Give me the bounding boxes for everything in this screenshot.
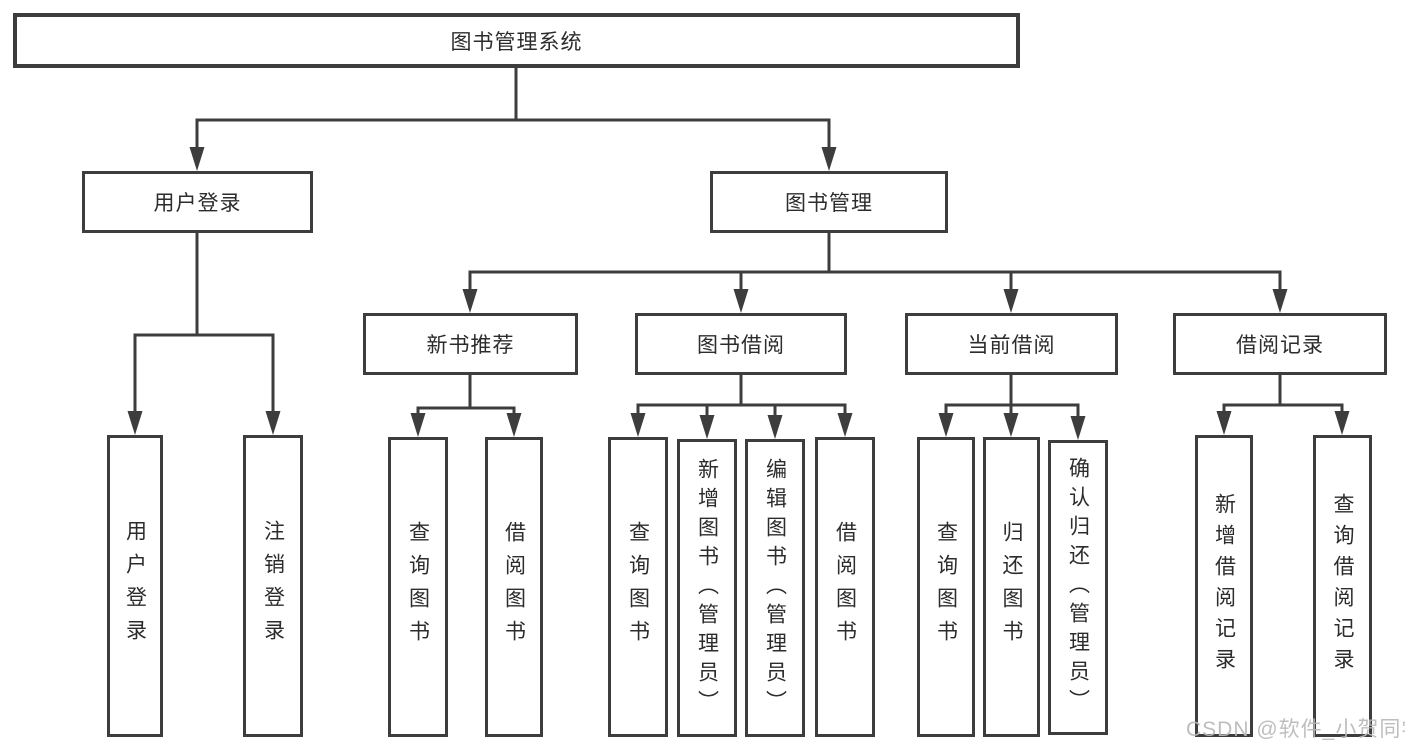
arrowhead-icon (630, 413, 646, 437)
node-confirm-return-admin: 确认归还（管理员） (1048, 440, 1108, 735)
arrowhead-icon (1334, 411, 1350, 435)
node-current-borrowing: 当前借阅 (905, 313, 1118, 375)
arrowhead-icon (733, 289, 749, 313)
arrowhead-icon (1272, 289, 1288, 313)
node-query-borrow-record: 查询借阅记录 (1313, 435, 1372, 737)
node-logout-leaf: 注销登录 (243, 435, 303, 737)
node-query-book-borrowing: 查询图书 (608, 437, 668, 737)
arrowhead-icon (265, 411, 281, 435)
arrowhead-icon (506, 413, 522, 437)
node-label: 用户登录 (153, 192, 242, 215)
node-label: 注销登录 (261, 520, 285, 652)
node-label: 借阅记录 (1236, 334, 1324, 357)
node-label: 图书管理系统 (450, 30, 583, 54)
node-label: 用户登录 (123, 520, 147, 652)
node-label: 图书管理 (785, 192, 873, 215)
arrowhead-icon (1216, 411, 1232, 435)
node-edit-book-admin: 编辑图书（管理员） (745, 439, 805, 737)
arrowhead-icon (1003, 413, 1019, 437)
node-label: 查询借阅记录 (1331, 493, 1354, 679)
arrowhead-icon (1003, 289, 1019, 313)
node-system-root: 图书管理系统 (13, 13, 1020, 68)
arrowhead-icon (127, 411, 143, 435)
arrowhead-icon (699, 415, 715, 439)
node-label: 归还图书 (1000, 521, 1023, 653)
arrowhead-icon (189, 147, 205, 171)
node-add-borrow-record: 新增借阅记录 (1195, 435, 1253, 737)
node-borrowing-records: 借阅记录 (1173, 313, 1387, 375)
node-book-borrowing: 图书借阅 (635, 313, 847, 375)
arrowhead-icon (837, 413, 853, 437)
arrowhead-icon (462, 289, 478, 313)
node-query-book-current: 查询图书 (917, 437, 975, 737)
node-borrow-book-borrowing: 借阅图书 (815, 437, 875, 737)
node-user-login-leaf: 用户登录 (107, 435, 163, 737)
node-label: 新增借阅记录 (1212, 493, 1236, 679)
node-borrow-book-recommend: 借阅图书 (485, 437, 543, 737)
node-label: 借阅图书 (502, 521, 526, 653)
arrowhead-icon (767, 415, 783, 439)
node-label: 查询图书 (934, 521, 958, 653)
node-label: 借阅图书 (833, 521, 857, 653)
node-label: 查询图书 (406, 521, 430, 653)
node-label: 新增图书（管理员） (695, 457, 719, 719)
arrowhead-icon (821, 147, 837, 171)
node-add-book-admin: 新增图书（管理员） (677, 439, 737, 737)
node-new-book-recommend: 新书推荐 (363, 313, 578, 375)
node-user-login-branch: 用户登录 (82, 171, 313, 233)
node-query-book-recommend: 查询图书 (388, 437, 448, 737)
node-label: 查询图书 (626, 521, 650, 653)
arrowhead-icon (938, 413, 954, 437)
node-label: 图书借阅 (697, 334, 785, 357)
node-return-book: 归还图书 (983, 437, 1040, 737)
arrowhead-icon (410, 413, 426, 437)
node-label: 编辑图书（管理员） (763, 457, 787, 719)
node-label: 新书推荐 (426, 334, 515, 357)
node-label: 当前借阅 (967, 334, 1056, 357)
node-book-management-branch: 图书管理 (710, 171, 948, 233)
node-label: 确认归还（管理员） (1066, 457, 1090, 718)
arrowhead-icon (1070, 416, 1086, 440)
